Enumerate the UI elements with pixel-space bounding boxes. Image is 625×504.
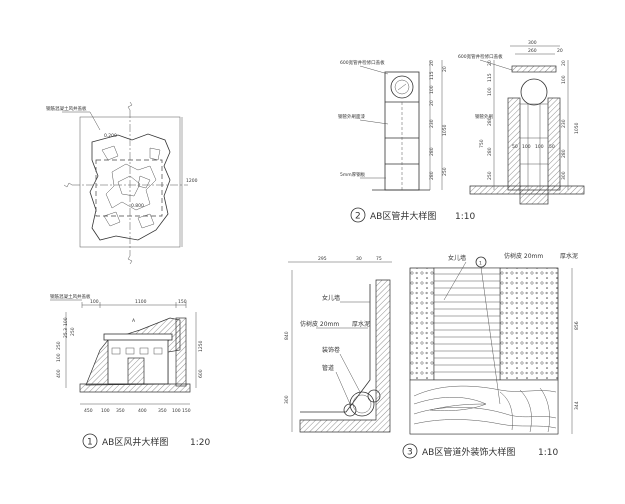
front-mid-note: 钢管外刷面漆 xyxy=(338,113,365,120)
sec-bot-dim-5: 350 xyxy=(158,408,167,414)
d3-top-dim-1: 295 xyxy=(318,256,327,262)
detail2-front: 600宽管井检修口盖板 钢管外刷面漆 5mm厚钢板 20 115 100 230… xyxy=(338,59,448,191)
d3-top-dim-3: 75 xyxy=(376,256,382,262)
sec-left-dim-2: 100 xyxy=(56,353,62,362)
side-bot-dim-1: 50 xyxy=(512,144,518,150)
sec-bot-dim-7: 150 xyxy=(182,408,191,414)
side-bot-dim-4: 50 xyxy=(549,144,555,150)
d3-label-pipe: 管道 xyxy=(322,364,334,372)
side-left-dim-2: 115 xyxy=(487,73,493,82)
d3e-dim-2: 344 xyxy=(574,401,580,410)
detail1-number: 1 xyxy=(87,438,93,448)
front-dim-9: 250 xyxy=(442,167,448,176)
side-top-dim-1: 300 xyxy=(528,40,537,46)
d3-label-cement: 厚水泥 xyxy=(352,320,370,328)
plan-dim-side: 1200 xyxy=(186,178,198,184)
side-bot-dim-3: 100 xyxy=(535,144,544,150)
sec-top-dim-3: 150 xyxy=(178,299,187,305)
side-right-dim-2: 100 xyxy=(561,75,567,84)
side-top-note: 600宽管井检修口盖板 xyxy=(458,53,503,60)
side-left-dim-1: 20 xyxy=(487,60,493,66)
detail1-plan: 钢筋混凝土风井盖板 0.200 0.800 1200 xyxy=(46,101,198,265)
detail3-elevation: 女儿墙 仿树皮 20mm 厚水泥 1 856 344 xyxy=(409,252,580,435)
sec-left-dim-4: 25.3 xyxy=(63,328,69,338)
front-dim-8: 280 xyxy=(429,171,435,180)
d3-label-wall: 女儿墙 xyxy=(322,294,340,302)
front-top-note: 600宽管井检修口盖板 xyxy=(340,59,385,66)
detail1-section: 100 1100 150 钢筋混凝土风井盖板 400 100 250 25.3 … xyxy=(50,293,204,414)
detail2-title-text: AB区管井大样图 xyxy=(370,210,436,222)
detail1-title: 1 AB区风井大样图 1:20 xyxy=(82,433,210,449)
sec-bot-dim-3: 350 xyxy=(116,408,125,414)
d3-left-dim-1: 840 xyxy=(284,331,290,340)
side-left-dim-6: 280 xyxy=(487,147,493,156)
plan-level-top: 0.200 xyxy=(104,133,117,139)
side-top-dim-3: 20 xyxy=(557,48,563,54)
sec-left-dim-1: 400 xyxy=(56,369,62,378)
detail2-title: 2 AB区管井大样图 1:10 xyxy=(350,207,475,223)
front-dim-7: 280 xyxy=(429,147,435,156)
side-right-dim-3: 230 xyxy=(561,119,567,128)
detail2-scale: 1:10 xyxy=(455,212,475,222)
sec-right-dim-2: 600 xyxy=(198,369,204,378)
side-top-dim-2: 260 xyxy=(528,48,537,54)
front-dim-1: 20 xyxy=(429,60,435,66)
side-right-dim-5: 280 xyxy=(561,149,567,158)
sec-left-dim-5: 100 xyxy=(63,317,69,326)
side-left-dim-5: 280 xyxy=(487,117,493,126)
detail3-scale: 1:10 xyxy=(538,448,558,458)
detail3-section: 295 30 75 女儿墙 仿树皮 20mm 厚水泥 装饰卷 管道 840 30… xyxy=(284,256,392,433)
d3-label-bark: 仿树皮 20mm xyxy=(300,320,339,328)
front-dim-10: 20 xyxy=(442,66,448,72)
sec-bot-dim-1: 450 xyxy=(84,408,93,414)
front-bottom-note: 5mm厚钢板 xyxy=(340,171,366,178)
side-right-dim-1: 20 xyxy=(561,60,567,66)
front-dim-2: 115 xyxy=(429,71,435,80)
sec-bot-dim-2: 100 xyxy=(101,408,110,414)
sec-top-dim-2: 1100 xyxy=(135,299,147,305)
plan-note: 钢筋混凝土风井盖板 xyxy=(46,105,87,112)
d3e-label-cement: 厚水泥 xyxy=(560,252,578,260)
sec-top-dim-1: 100 xyxy=(90,299,99,305)
sec-bot-dim-6: 100 xyxy=(172,408,181,414)
front-dim-3: 100 xyxy=(429,85,435,94)
d3e-marker: 1 xyxy=(479,261,482,267)
side-left-dim-7: 250 xyxy=(487,171,493,180)
detail2-number: 2 xyxy=(355,212,361,222)
d3e-label-bark: 仿树皮 20mm xyxy=(504,252,543,260)
d3-label-roll: 装饰卷 xyxy=(322,346,340,354)
plan-level-inner: 0.800 xyxy=(131,203,144,209)
d3-left-dim-2: 300 xyxy=(284,395,290,404)
detail3-title-text: AB区管道外装饰大样图 xyxy=(422,446,515,458)
detail2-side: 300 260 20 600宽管井检修口盖板 钢管外刷 20 115 100 7… xyxy=(458,40,585,205)
front-dim-5: 1050 xyxy=(442,124,448,136)
sec-right-dim-1: 1250 xyxy=(198,340,204,352)
d3-top-dim-2: 30 xyxy=(356,256,362,262)
sec-left-dim-6: 250 xyxy=(70,327,76,336)
sec-bot-dim-4: 400 xyxy=(138,408,147,414)
d3e-dim-1: 856 xyxy=(574,321,580,330)
side-left-dim-3: 100 xyxy=(487,87,493,96)
side-left-dim-4: 750 xyxy=(479,139,485,148)
side-right-dim-6: 300 xyxy=(561,171,567,180)
detail3-number: 3 xyxy=(407,448,413,458)
sec-note: 钢筋混凝土风井盖板 xyxy=(50,293,91,300)
side-right-dim-4: 1050 xyxy=(574,122,580,134)
detail1-title-text: AB区风井大样图 xyxy=(102,436,168,448)
side-bot-dim-2: 100 xyxy=(522,144,531,150)
front-dim-6: 20 xyxy=(429,100,435,106)
front-dim-4: 230 xyxy=(429,119,435,128)
d3e-label-wall: 女儿墙 xyxy=(448,254,466,262)
side-note: 钢管外刷 xyxy=(475,113,493,120)
sec-mark: A xyxy=(132,318,136,324)
detail1-scale: 1:20 xyxy=(190,438,210,448)
sec-left-dim-3: 250 xyxy=(56,341,62,350)
detail3-title: 3 AB区管道外装饰大样图 1:10 xyxy=(402,443,558,459)
